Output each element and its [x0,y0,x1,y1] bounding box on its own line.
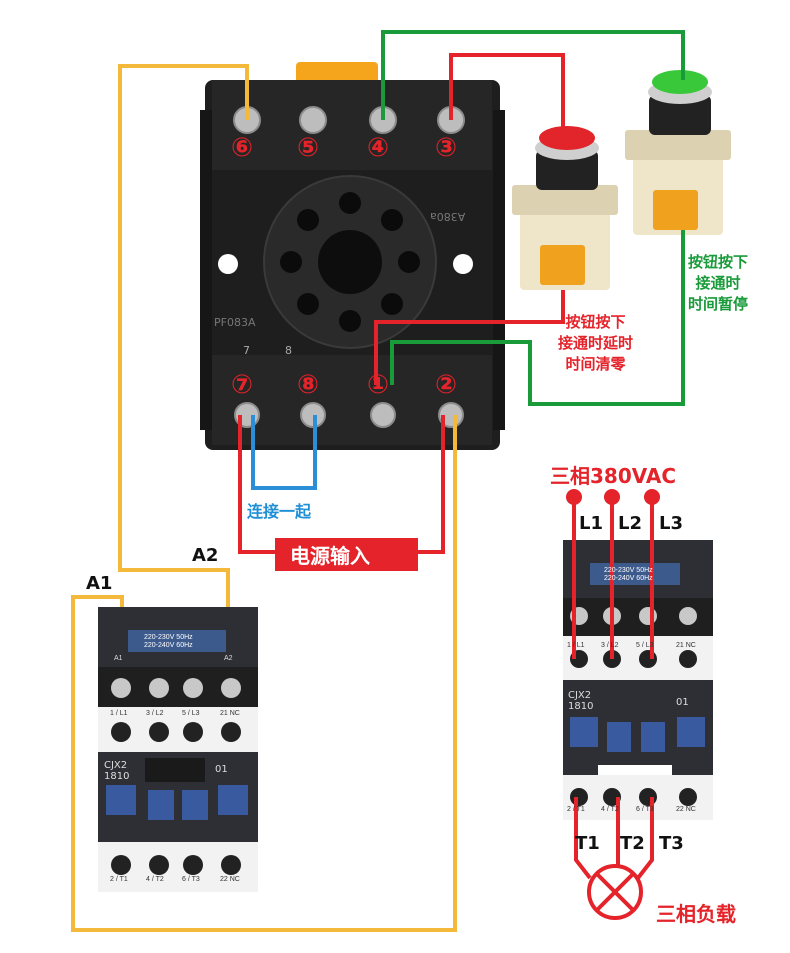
yellow-wire-a1 [71,415,457,932]
left-bot-4: 22 NC [220,876,240,883]
phase-l2-label: L2 [618,513,642,534]
phase-l3-label: L3 [659,513,683,534]
phase-t1-label: T1 [575,833,600,854]
link-together-label: 连接一起 [247,502,312,521]
left-bot-1: 2 / T1 [110,876,128,883]
left-contactor [98,607,258,892]
right-model: CJX2 1810 [568,690,594,712]
red-button-note: 按钮按下 接通时延时 时间清零 [558,313,634,373]
left-coil-a1: A1 [114,655,123,662]
terminal-2: ② [435,370,458,400]
power-input-box [275,538,418,571]
left-rating: 220-230V 50Hz 220-240V 60Hz [144,634,193,649]
red-push-button [512,126,618,290]
phase-l1-label: L1 [579,513,603,534]
red-wire-bottom [374,290,565,385]
left-model: CJX2 1810 [104,760,130,782]
left-coil-a2: A2 [224,655,233,662]
a1-label: A1 [86,573,113,594]
blue-link-wire [251,415,317,490]
right-bot-4: 22 NC [676,806,696,813]
phase-output-wires [574,797,654,880]
phase-l1-dot [566,489,582,505]
green-wire-bottom [390,230,685,406]
terminal-1: ① [367,370,390,400]
relay-mark-7: 7 [243,344,250,357]
right-bot-3: 6 / T3 [636,806,654,813]
terminal-6: ⑥ [231,133,254,163]
right-top-4: 21 NC [676,642,696,649]
right-aux: 01 [676,697,689,708]
green-button-note: 按钮按下 接通时 时间暂停 [688,253,749,313]
terminal-5: ⑤ [297,133,320,163]
right-bot-2: 4 / T2 [601,806,619,813]
right-top-1: 1 / L1 [567,642,585,649]
terminal-7: ⑦ [231,370,254,400]
right-top-3: 5 / L3 [636,642,654,649]
left-bot-3: 6 / T3 [182,876,200,883]
terminal-3: ③ [435,133,458,163]
load-label: 三相负载 [656,902,736,926]
terminal-8: ⑧ [297,370,320,400]
phase-l2-dot [604,489,620,505]
green-push-button [625,70,731,235]
a2-label: A2 [192,545,219,566]
left-top-1: 1 / L1 [110,710,128,717]
right-rating: 220-230V 50Hz 220-240V 60Hz [604,567,653,582]
right-top-2: 3 / L2 [601,642,619,649]
power-input-label: 电源输入 [290,544,370,568]
green-wire-top [381,30,685,120]
yellow-wire-a2 [118,64,249,612]
left-top-3: 5 / L3 [182,710,200,717]
right-bot-1: 2 / T1 [567,806,585,813]
three-phase-label: 三相380VAC [550,464,677,488]
phase-l3-dot [644,489,660,505]
power-wire-right [418,415,445,554]
left-bot-2: 4 / T2 [146,876,164,883]
relay-model-text: PF083A [214,316,256,329]
left-aux: 01 [215,764,228,775]
phase-t2-label: T2 [620,833,645,854]
terminal-4: ④ [367,133,390,163]
load-lamp-icon [587,864,643,920]
relay-model-side: A380a [430,210,466,223]
relay-mark-8: 8 [285,344,292,357]
left-top-4: 21 NC [220,710,240,717]
phase-t3-label: T3 [659,833,684,854]
left-top-2: 3 / L2 [146,710,164,717]
relay-socket [200,62,505,450]
power-wire-left [238,415,275,554]
red-wire-top [449,53,565,130]
phase-input-wires [572,498,654,659]
top-screws [233,106,465,134]
